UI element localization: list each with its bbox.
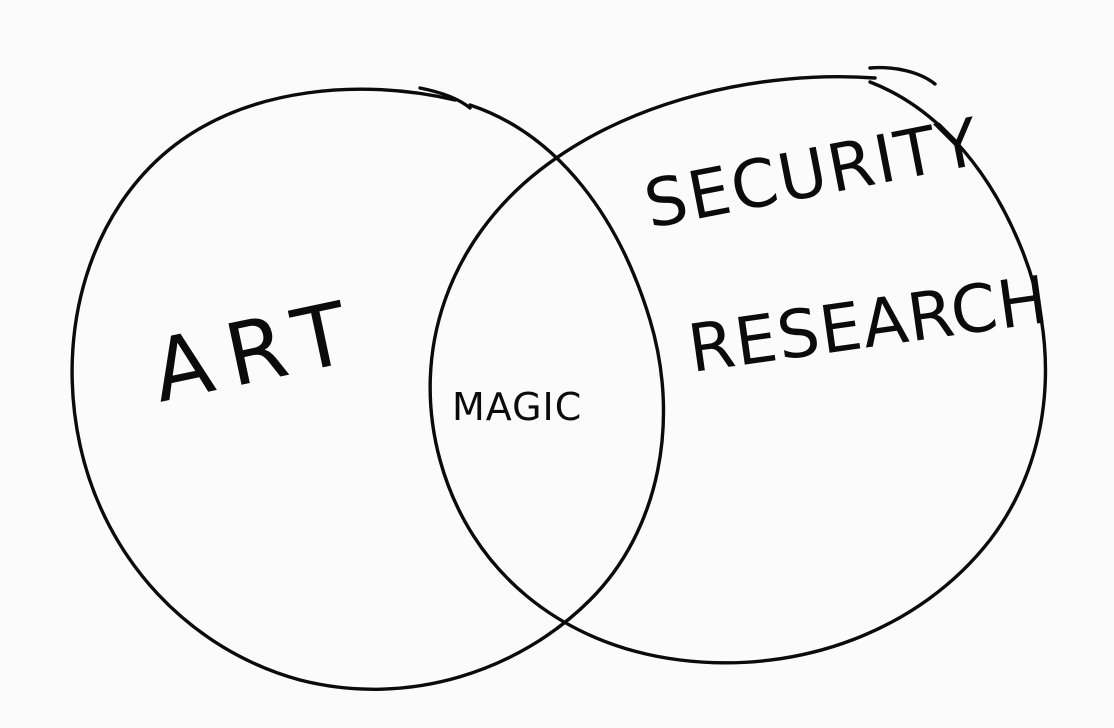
label-security: SECURITY xyxy=(638,103,986,243)
right-circle xyxy=(428,65,1048,665)
label-magic: MAGIC xyxy=(452,385,582,429)
label-art: ART xyxy=(144,280,373,422)
left-circle xyxy=(70,86,666,691)
label-research: RESEARCH xyxy=(684,261,1054,388)
